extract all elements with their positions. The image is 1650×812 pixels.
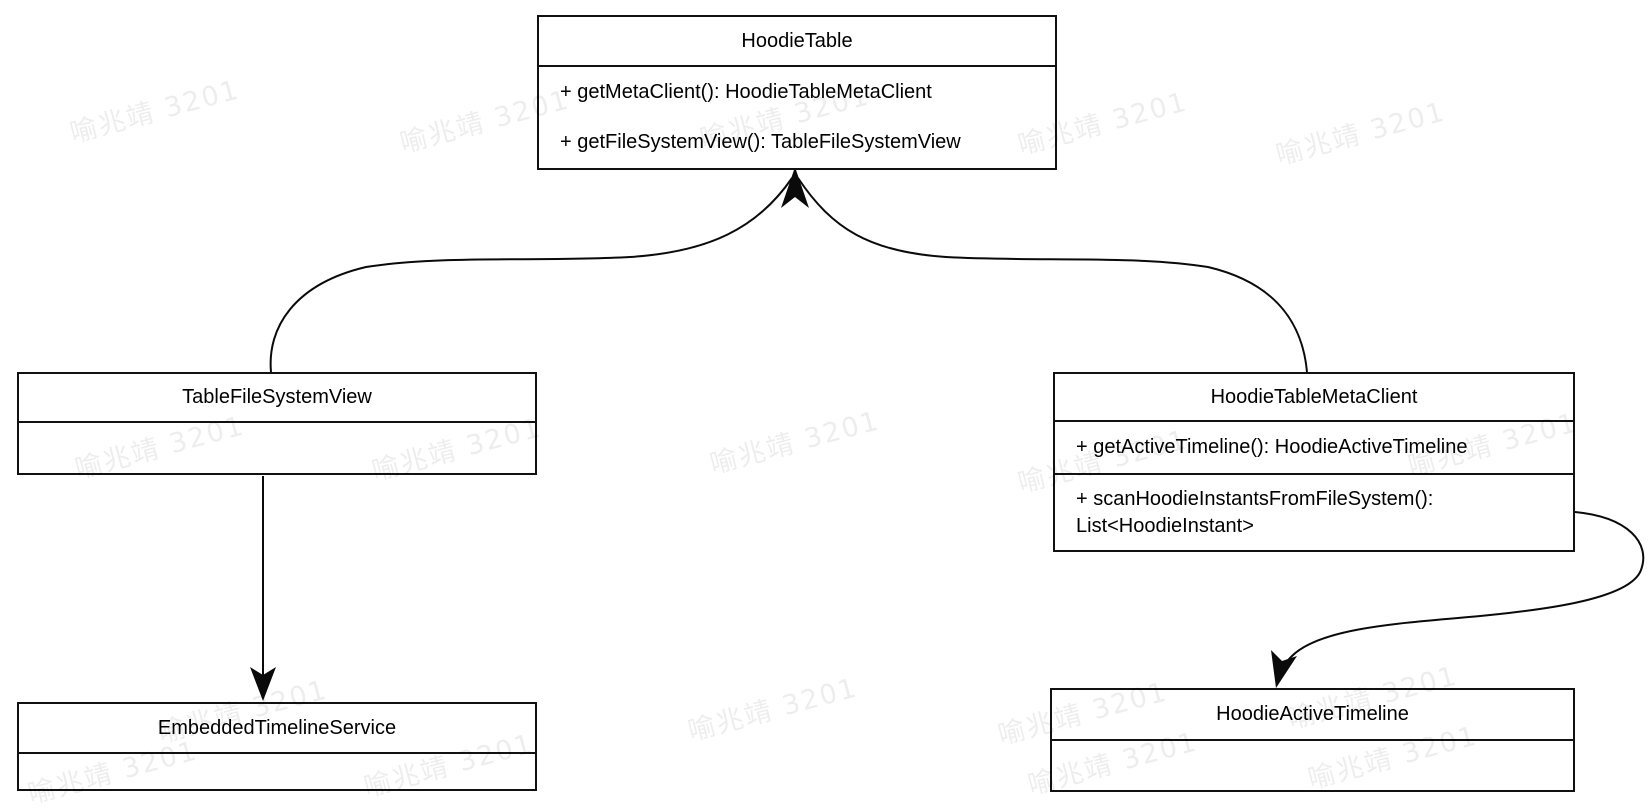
method-label: + getFileSystemView(): TableFileSystemVi… [560,131,961,153]
class-tablefilesystemview: TableFileSystemView [17,372,537,475]
class-embeddedtimelineservice: EmbeddedTimelineService [17,702,537,791]
class-title: HoodieTable [539,17,1055,67]
class-title: HoodieTableMetaClient [1055,374,1573,422]
class-hoodieactivetimeline: HoodieActiveTimeline [1050,688,1575,792]
method-label: List<HoodieInstant> [1076,515,1254,537]
arrowhead-down-hoodieactivetimeline [1271,650,1297,688]
arrowhead-up-hoodietable [781,167,809,208]
class-hoodietable: HoodieTable + getMetaClient(): HoodieTab… [537,15,1057,170]
class-title: EmbeddedTimelineService [19,704,535,754]
method-label: + scanHoodieInstantsFromFileSystem(): [1076,488,1434,510]
class-hoodietablemetaclient: HoodieTableMetaClient + getActiveTimelin… [1053,372,1575,552]
arrowhead-down-embeddedtimelineservice [250,667,276,701]
class-methods-compartment: + getActiveTimeline(): HoodieActiveTimel… [1055,422,1573,475]
class-empty-compartment [19,754,535,787]
class-empty-compartment [1052,741,1573,788]
class-methods-compartment: + scanHoodieInstantsFromFileSystem(): Li… [1055,475,1573,540]
edge-tablefilesystemview-to-hoodietable [269,177,793,373]
class-title: HoodieActiveTimeline [1052,690,1573,741]
class-title: TableFileSystemView [19,374,535,423]
edge-metaclient-to-hoodietable [797,177,1308,373]
class-methods-compartment: + getMetaClient(): HoodieTableMetaClient… [539,67,1055,167]
method-label: + getMetaClient(): HoodieTableMetaClient [560,81,932,103]
method-label: + getActiveTimeline(): HoodieActiveTimel… [1076,436,1468,458]
class-empty-compartment [19,423,535,471]
edge-metaclient-to-hoodieactivetimeline [1276,511,1645,680]
